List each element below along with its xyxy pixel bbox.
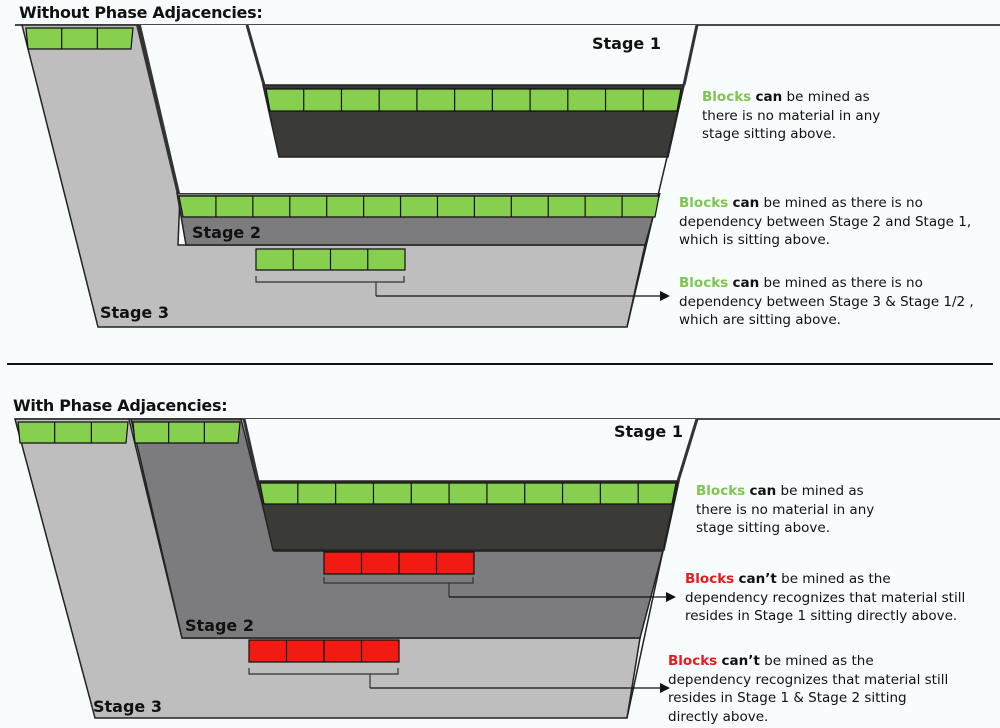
arrow-head-icon [660, 683, 670, 693]
top-stage3-wall [136, 25, 182, 195]
note-rest: be mined as the [759, 653, 874, 669]
bottom-note-2: Blocks can’t be mined as the dependency … [685, 570, 965, 626]
note-keyword: can [732, 195, 760, 211]
bottom-stage1-row [259, 482, 677, 505]
note-line: dependency between Stage 3 & Stage 1/2 , [679, 293, 974, 310]
note-lead: Blocks [679, 275, 729, 291]
top-note-2: Blocks can be mined as there is no depen… [679, 194, 971, 250]
top-stage1-row [265, 88, 682, 112]
note-line: dependency between Stage 2 and Stage 1, [679, 213, 972, 230]
top-stage3-top-row [25, 27, 134, 50]
note-rest: be mined as the [776, 571, 891, 587]
bottom-stage1-label: Stage 1 [614, 422, 683, 441]
note-keyword: can [749, 483, 777, 499]
note-lead: Blocks [685, 571, 735, 587]
bottom-pit-edge [626, 480, 679, 719]
note-line: dependency recognizes that material stil… [668, 671, 949, 688]
top-stage2-label: Stage 2 [192, 223, 261, 242]
note-line: which are sitting above. [679, 312, 841, 328]
arrow-head-icon [660, 291, 670, 301]
top-stage3-label: Stage 3 [100, 303, 169, 322]
arrow-head-icon [666, 592, 676, 602]
note-line: directly above. [668, 708, 769, 725]
top-section-title: Without Phase Adjacencies: [19, 3, 263, 22]
bottom-stage3-bracket [248, 668, 399, 688]
bottom-stage3-label: Stage 3 [93, 697, 162, 716]
note-line: stage sitting above. [702, 126, 836, 142]
bottom-blocks [17, 421, 677, 663]
note-rest: be mined as there is no [759, 275, 923, 291]
note-lead: Blocks [668, 653, 718, 669]
bottom-note-1: Blocks can be mined as there is no mater… [696, 482, 874, 538]
note-keyword: can’t [738, 571, 777, 587]
top-note-1: Blocks can be mined as there is no mater… [702, 88, 880, 144]
bottom-diagram: Stage 1 Stage 2 Stage 3 [14, 418, 1000, 719]
bottom-stage3-top-row [17, 421, 129, 444]
note-line: there is no material in any [702, 107, 881, 124]
note-line: resides in Stage 1 sitting directly abov… [685, 608, 958, 624]
bottom-section-title: With Phase Adjacencies: [13, 396, 228, 415]
bottom-pit-void [244, 419, 697, 481]
note-rest: be mined as there is no [759, 195, 923, 211]
top-note-3: Blocks can be mined as there is no depen… [679, 274, 974, 330]
top-stage1-label: Stage 1 [592, 34, 661, 53]
note-line: which is sitting above. [679, 232, 830, 248]
note-rest: be mined as [776, 483, 864, 499]
note-line: there is no material in any [696, 501, 875, 518]
note-lead: Blocks [679, 195, 729, 211]
note-rest: be mined as [782, 89, 870, 105]
bottom-note-3: Blocks can’t be mined as the dependency … [668, 652, 948, 726]
bottom-stage2-top-row [132, 421, 241, 444]
bottom-stage1-left-wall [242, 418, 260, 482]
top-stage1-left-wall [245, 24, 266, 86]
note-line: resides in Stage 1 & Stage 2 sitting [668, 690, 907, 706]
section-divider [7, 363, 993, 365]
note-line: stage sitting above. [696, 520, 830, 536]
top-diagram: Stage 1 Stage 2 Stage 3 [15, 24, 1000, 328]
note-keyword: can [732, 275, 760, 291]
note-keyword: can [755, 89, 783, 105]
note-lead: Blocks [702, 89, 752, 105]
top-stage2-row [178, 195, 660, 218]
note-lead: Blocks [696, 483, 746, 499]
bottom-stage2-bracket [323, 577, 474, 597]
note-keyword: can’t [721, 653, 760, 669]
note-line: dependency recognizes that material stil… [685, 589, 966, 606]
bottom-stage2-label: Stage 2 [185, 616, 254, 635]
top-stage3-bracket [255, 276, 405, 296]
top-blocks [25, 27, 682, 271]
bottom-stage1-right-wall [676, 418, 699, 482]
top-stage1-right-wall [682, 24, 699, 86]
